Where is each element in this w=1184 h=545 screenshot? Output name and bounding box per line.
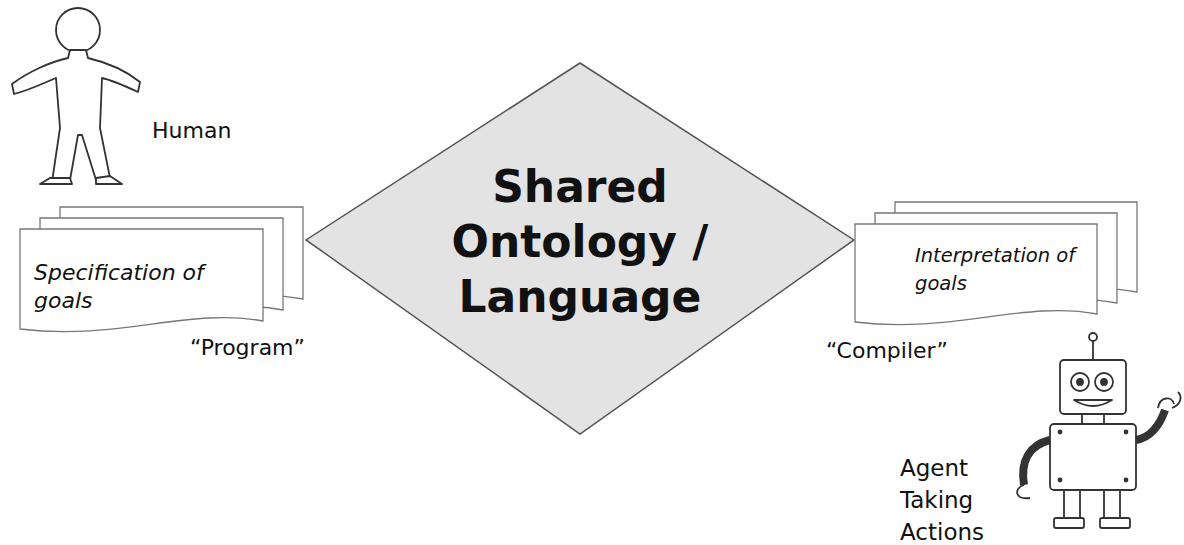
document-text: Specification of goals bbox=[34, 259, 249, 315]
diamond-outline bbox=[306, 63, 854, 434]
document-caption: “Compiler” bbox=[826, 338, 948, 363]
page-outline bbox=[20, 229, 263, 332]
figure-label: Agent Taking Actions bbox=[900, 452, 990, 545]
document-caption: “Program” bbox=[190, 335, 305, 360]
robot-figure bbox=[1017, 333, 1180, 528]
document-stack: Interpretation of goals “Compiler” bbox=[808, 190, 1138, 370]
page-outline bbox=[855, 224, 1097, 325]
human-figure bbox=[12, 8, 140, 184]
document-text: Interpretation of goals bbox=[915, 242, 1115, 298]
figure-label: Human bbox=[152, 118, 231, 143]
document-stack: Specification of goals “Program” bbox=[18, 195, 318, 370]
diamond-text: Shared Ontology / Language bbox=[435, 159, 725, 324]
decision-diamond: Shared Ontology / Language bbox=[305, 62, 855, 435]
